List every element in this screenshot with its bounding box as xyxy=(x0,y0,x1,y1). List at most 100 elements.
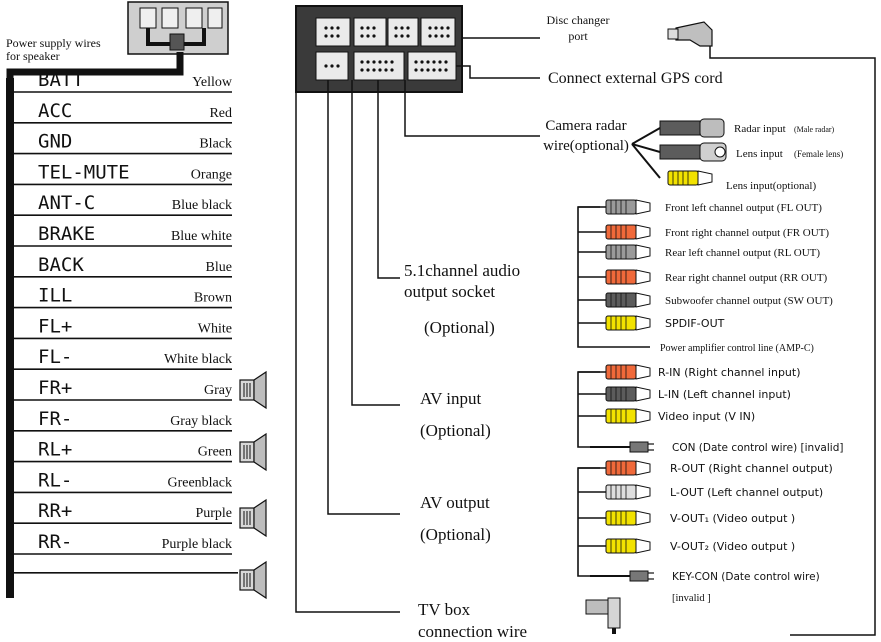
disc-changer-label-1: Disc changer xyxy=(547,13,610,27)
lens-optional-plug-icon xyxy=(667,170,713,186)
rca-plug-icon xyxy=(605,244,651,260)
audio51-optional: (Optional) xyxy=(424,318,495,337)
radar-input-label: Radar input xyxy=(734,123,786,135)
power-wire-code: TEL-MUTE xyxy=(38,161,130,183)
power-wire-color: Blue black xyxy=(172,198,232,213)
power-wire-color: White xyxy=(198,321,232,336)
power-wire-code: FL- xyxy=(38,346,72,368)
audio51-output-label: Rear right channel output (RR OUT) xyxy=(665,272,828,284)
rca-plug-icon xyxy=(605,224,651,240)
power-wire-color: Gray xyxy=(204,383,232,398)
power-wire-color: Brown xyxy=(194,291,232,306)
audio51-output-label: Front left channel output (FL OUT) xyxy=(665,202,822,214)
av-output-optional: (Optional) xyxy=(420,525,491,544)
power-wire-code: FR+ xyxy=(38,377,72,399)
gps-label: Connect external GPS cord xyxy=(548,70,723,87)
rca-plug-icon xyxy=(605,199,651,215)
connector-leads xyxy=(295,37,540,613)
av-input-item-label: L-IN (Left channel input) xyxy=(658,388,791,401)
av-output-item-label: L-OUT (Left channel output) xyxy=(670,486,823,499)
power-wire-code: RR- xyxy=(38,531,72,553)
audio51-output-label: SPDIF-OUT xyxy=(665,317,725,330)
av-input-item-label: Video input (V IN) xyxy=(658,410,755,423)
av-output-list: R-OUT (Right channel output) L-OUT (Left … xyxy=(577,460,833,604)
power-wire-code: ACC xyxy=(38,100,72,122)
keycon-label: KEY-CON (Date control wire) xyxy=(672,571,820,583)
main-connector-block-icon xyxy=(295,5,463,93)
power-wire-color: Purple black xyxy=(162,537,232,552)
speaker-rl-icon xyxy=(239,499,267,537)
power-wire-color: Purple xyxy=(195,506,232,521)
power-wire-color: Red xyxy=(209,106,232,121)
power-wire-code: RR+ xyxy=(38,500,72,522)
power-wire-code: GND xyxy=(38,131,72,153)
speaker-fl-icon xyxy=(239,371,267,409)
audio51-label-2: output socket xyxy=(404,282,495,301)
amp-control-label: Power amplifier control line (AMP-C) xyxy=(660,343,814,354)
power-wire-code: ANT-C xyxy=(38,192,95,214)
av-output-item-label: V-OUT₁ (Video output ) xyxy=(670,512,795,525)
av-output-item-label: R-OUT (Right channel output) xyxy=(670,462,833,475)
control-jack-icon xyxy=(590,570,654,582)
tv-box-plug-icon xyxy=(585,597,621,634)
power-wire-code: BRAKE xyxy=(38,223,95,245)
speaker-fr-icon xyxy=(239,433,267,471)
lens-input-note: (Female lens) xyxy=(794,149,843,159)
rca-plug-icon xyxy=(605,510,651,526)
rca-plug-icon xyxy=(605,484,651,500)
lens-optional-label: Lens input(optional) xyxy=(726,180,816,192)
av-input-label: AV input xyxy=(420,389,482,408)
av-output-label: AV output xyxy=(420,493,490,512)
power-wire-code: BACK xyxy=(38,254,84,276)
power-wire-color: White black xyxy=(164,352,232,367)
power-wire-code: FR- xyxy=(38,408,72,430)
power-wire-color: Yellow xyxy=(192,75,233,90)
power-wire-color: Gray black xyxy=(170,414,232,429)
camera-label-2: wire(optional) xyxy=(543,138,629,154)
lens-input-label: Lens input xyxy=(736,148,783,160)
lens-plug-icon xyxy=(659,142,727,162)
tv-box-label-1: TV box xyxy=(418,600,471,619)
power-wire-color: Greenblack xyxy=(167,475,232,490)
rca-plug-icon xyxy=(605,386,651,402)
power-wire-color: Orange xyxy=(191,167,232,182)
power-wire-color: Black xyxy=(199,137,232,152)
av-input-list: R-IN (Right channel input) L-IN (Left cha… xyxy=(577,364,843,454)
camera-label-1: Camera radar xyxy=(545,118,626,134)
power-title-line1: Power supply wires xyxy=(6,36,101,50)
power-wire-code: RL- xyxy=(38,469,72,491)
av-input-item-label: R-IN (Right channel input) xyxy=(658,366,801,379)
av-output-bus-line xyxy=(577,467,600,577)
audio51-output-label: Rear left channel output (RL OUT) xyxy=(665,247,820,259)
audio51-output-list: Front left channel output (FL OUT) Front … xyxy=(577,199,833,354)
control-jack-icon xyxy=(590,441,654,453)
power-wire-color: Green xyxy=(198,445,232,460)
rca-plug-icon xyxy=(605,292,651,308)
av-input-bus-line xyxy=(577,371,600,448)
av-input-optional: (Optional) xyxy=(420,421,491,440)
radar-plug-icon xyxy=(659,118,725,138)
power-wire-code: BATT xyxy=(38,69,84,91)
tv-box-label-2: connection wire xyxy=(418,622,527,641)
power-wire-code: RL+ xyxy=(38,439,72,461)
audio51-label-1: 5.1channel audio xyxy=(404,261,520,280)
rca-plug-icon xyxy=(605,538,651,554)
rca-plug-icon xyxy=(605,364,651,380)
av-output-item-label: V-OUT₂ (Video output ) xyxy=(670,540,795,553)
rca-plug-icon xyxy=(605,408,651,424)
radar-input-note: (Male radar) xyxy=(794,125,835,134)
av-input-con-label: CON (Date control wire) [invalid] xyxy=(672,442,843,454)
audio51-output-label: Front right channel output (FR OUT) xyxy=(665,227,829,239)
power-wire-code: FL+ xyxy=(38,315,72,337)
speaker-rr-icon xyxy=(239,561,267,599)
power-wire-code: ILL xyxy=(38,285,72,307)
power-wire-color: Blue white xyxy=(171,229,232,244)
rca-plug-icon xyxy=(605,460,651,476)
power-connector-icon xyxy=(127,1,229,55)
disc-changer-plug-icon xyxy=(667,21,713,47)
keycon-note: [invalid ] xyxy=(672,593,711,604)
audio51-output-label: Subwoofer channel output (SW OUT) xyxy=(665,295,833,307)
power-wire-color: Blue xyxy=(206,260,232,275)
power-title-line2: for speaker xyxy=(6,49,60,63)
